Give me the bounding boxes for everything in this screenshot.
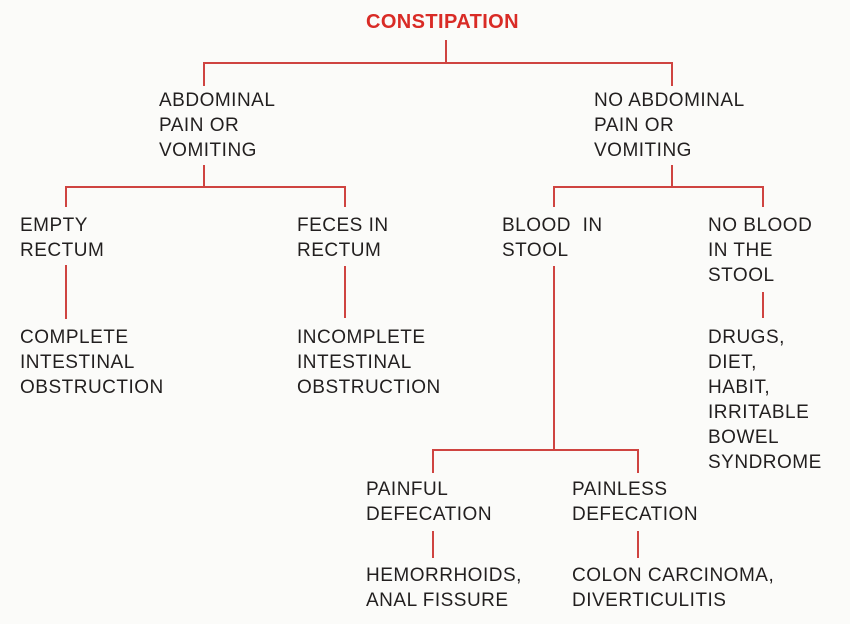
node-blood-in-stool: BLOOD IN STOOL: [502, 215, 603, 261]
node-incomplete-intestinal-obstruction: INCOMPLETE INTESTINAL OBSTRUCTION: [297, 327, 441, 398]
connector-to-painful: [432, 449, 434, 473]
connector-left-horizontal: [65, 186, 346, 188]
connector-feces-to-incomplete: [344, 266, 346, 318]
connector-right-horizontal: [553, 186, 764, 188]
node-abdominal-pain-or-vomiting: ABDOMINAL PAIN OR VOMITING: [159, 90, 276, 161]
connector-root-drop: [445, 40, 447, 63]
connector-no-blood-to-drugs: [762, 292, 764, 318]
connector-to-blood-in-stool: [553, 186, 555, 207]
node-no-blood-in-the-stool: NO BLOOD IN THE STOOL: [708, 215, 813, 286]
connector-level1-horizontal: [203, 62, 673, 64]
node-hemorrhoids-anal-fissure: HEMORRHOIDS, ANAL FISSURE: [366, 565, 522, 611]
node-painless-defecation: PAINLESS DEFECATION: [572, 479, 699, 525]
node-feces-in-rectum: FECES IN RECTUM: [297, 215, 389, 261]
connector-painless-to-colon: [637, 531, 639, 558]
connector-blood-stool-drop: [553, 266, 555, 451]
node-empty-rectum: EMPTY RECTUM: [20, 215, 105, 261]
connector-abdominal-drop: [203, 165, 205, 187]
connector-to-painless: [637, 449, 639, 473]
connector-to-no-abdominal-pain: [671, 62, 673, 86]
node-constipation-title: CONSTIPATION: [366, 11, 519, 33]
connector-to-no-blood: [762, 186, 764, 207]
connector-defecation-horizontal: [432, 449, 639, 451]
node-painful-defecation: PAINFUL DEFECATION: [366, 479, 493, 525]
node-no-abdominal-pain-or-vomiting: NO ABDOMINAL PAIN OR VOMITING: [594, 90, 745, 161]
node-colon-carcinoma-diverticulitis: COLON CARCINOMA, DIVERTICULITIS: [572, 565, 775, 611]
connector-to-feces-in-rectum: [344, 186, 346, 207]
connector-no-abdominal-drop: [671, 165, 673, 187]
node-drugs-diet-habit-ibs: DRUGS, DIET, HABIT, IRRITABLE BOWEL SYND…: [708, 327, 822, 473]
connector-to-abdominal-pain: [203, 62, 205, 86]
node-complete-intestinal-obstruction: COMPLETE INTESTINAL OBSTRUCTION: [20, 327, 164, 398]
connector-painful-to-hemorrhoids: [432, 531, 434, 558]
connector-empty-rectum-to-complete: [65, 265, 67, 319]
connector-to-empty-rectum: [65, 186, 67, 207]
